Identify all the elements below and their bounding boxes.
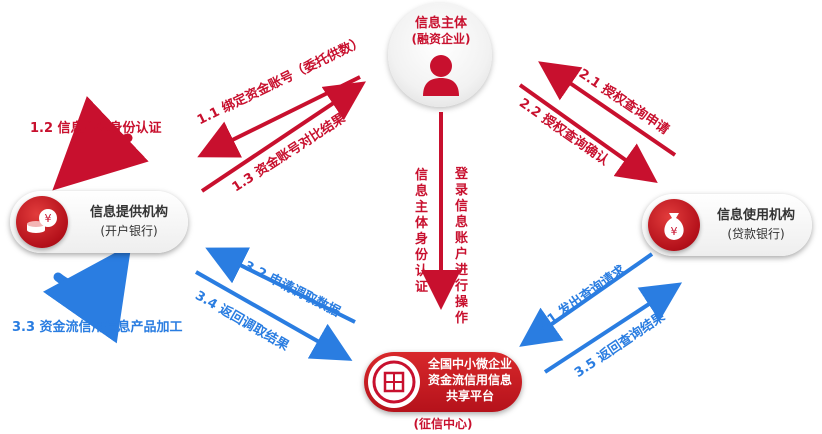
- arrow-3-4: [195, 270, 353, 361]
- platform-caption: (征信中心): [413, 417, 473, 431]
- arrow-3-1: [519, 252, 654, 347]
- subject-subtitle: (融资企业): [411, 32, 471, 46]
- provider-subtitle: (开户银行): [100, 224, 158, 238]
- arrow-1-2: [52, 96, 149, 191]
- vertical-text-right: 登录信息账户进行操作: [455, 167, 469, 326]
- platform-line1: 全国中小微企业: [427, 357, 512, 371]
- person-icon: [423, 55, 459, 96]
- platform-logo-circle: [368, 356, 420, 408]
- platform-label: 全国中小微企业 资金流信用信息 共享平台: [420, 356, 520, 404]
- provider-title: 信息提供机构: [89, 205, 168, 220]
- svg-text:¥: ¥: [45, 212, 52, 225]
- svg-text:¥: ¥: [671, 225, 678, 238]
- vertical-text-left: 信息主体身份认证: [415, 168, 429, 295]
- money-bag-icon: ¥: [664, 213, 684, 240]
- user-title: 信息使用机构: [716, 208, 795, 223]
- coins-icon: ¥: [27, 209, 57, 233]
- platform-line3: 共享平台: [445, 389, 494, 403]
- arrow-3-5: [543, 282, 683, 374]
- subject-title: 信息主体: [414, 16, 467, 31]
- platform-line2: 资金流信用信息: [427, 373, 512, 387]
- user-label: 信息使用机构 (贷款银行): [704, 207, 808, 243]
- user-icon-circle: ¥: [648, 199, 700, 251]
- arrow-3-2: [205, 247, 356, 324]
- provider-label: 信息提供机构 (开户银行): [74, 204, 184, 240]
- subject-node: 信息主体 (融资企业): [385, 0, 497, 112]
- arrow-3-3: [42, 243, 132, 344]
- step-1-2-label: 1.2 信息主体身份认证: [30, 121, 162, 136]
- arrow-2-1: [538, 61, 677, 157]
- logo-icon: [372, 360, 416, 404]
- user-subtitle: (贷款银行): [727, 227, 785, 241]
- arrow-2-2: [518, 83, 658, 183]
- arrow-1-3: [200, 81, 366, 193]
- step-3-3-label: 3.3 资金流信用信息产品加工: [12, 320, 183, 335]
- provider-icon-circle: ¥: [16, 196, 68, 248]
